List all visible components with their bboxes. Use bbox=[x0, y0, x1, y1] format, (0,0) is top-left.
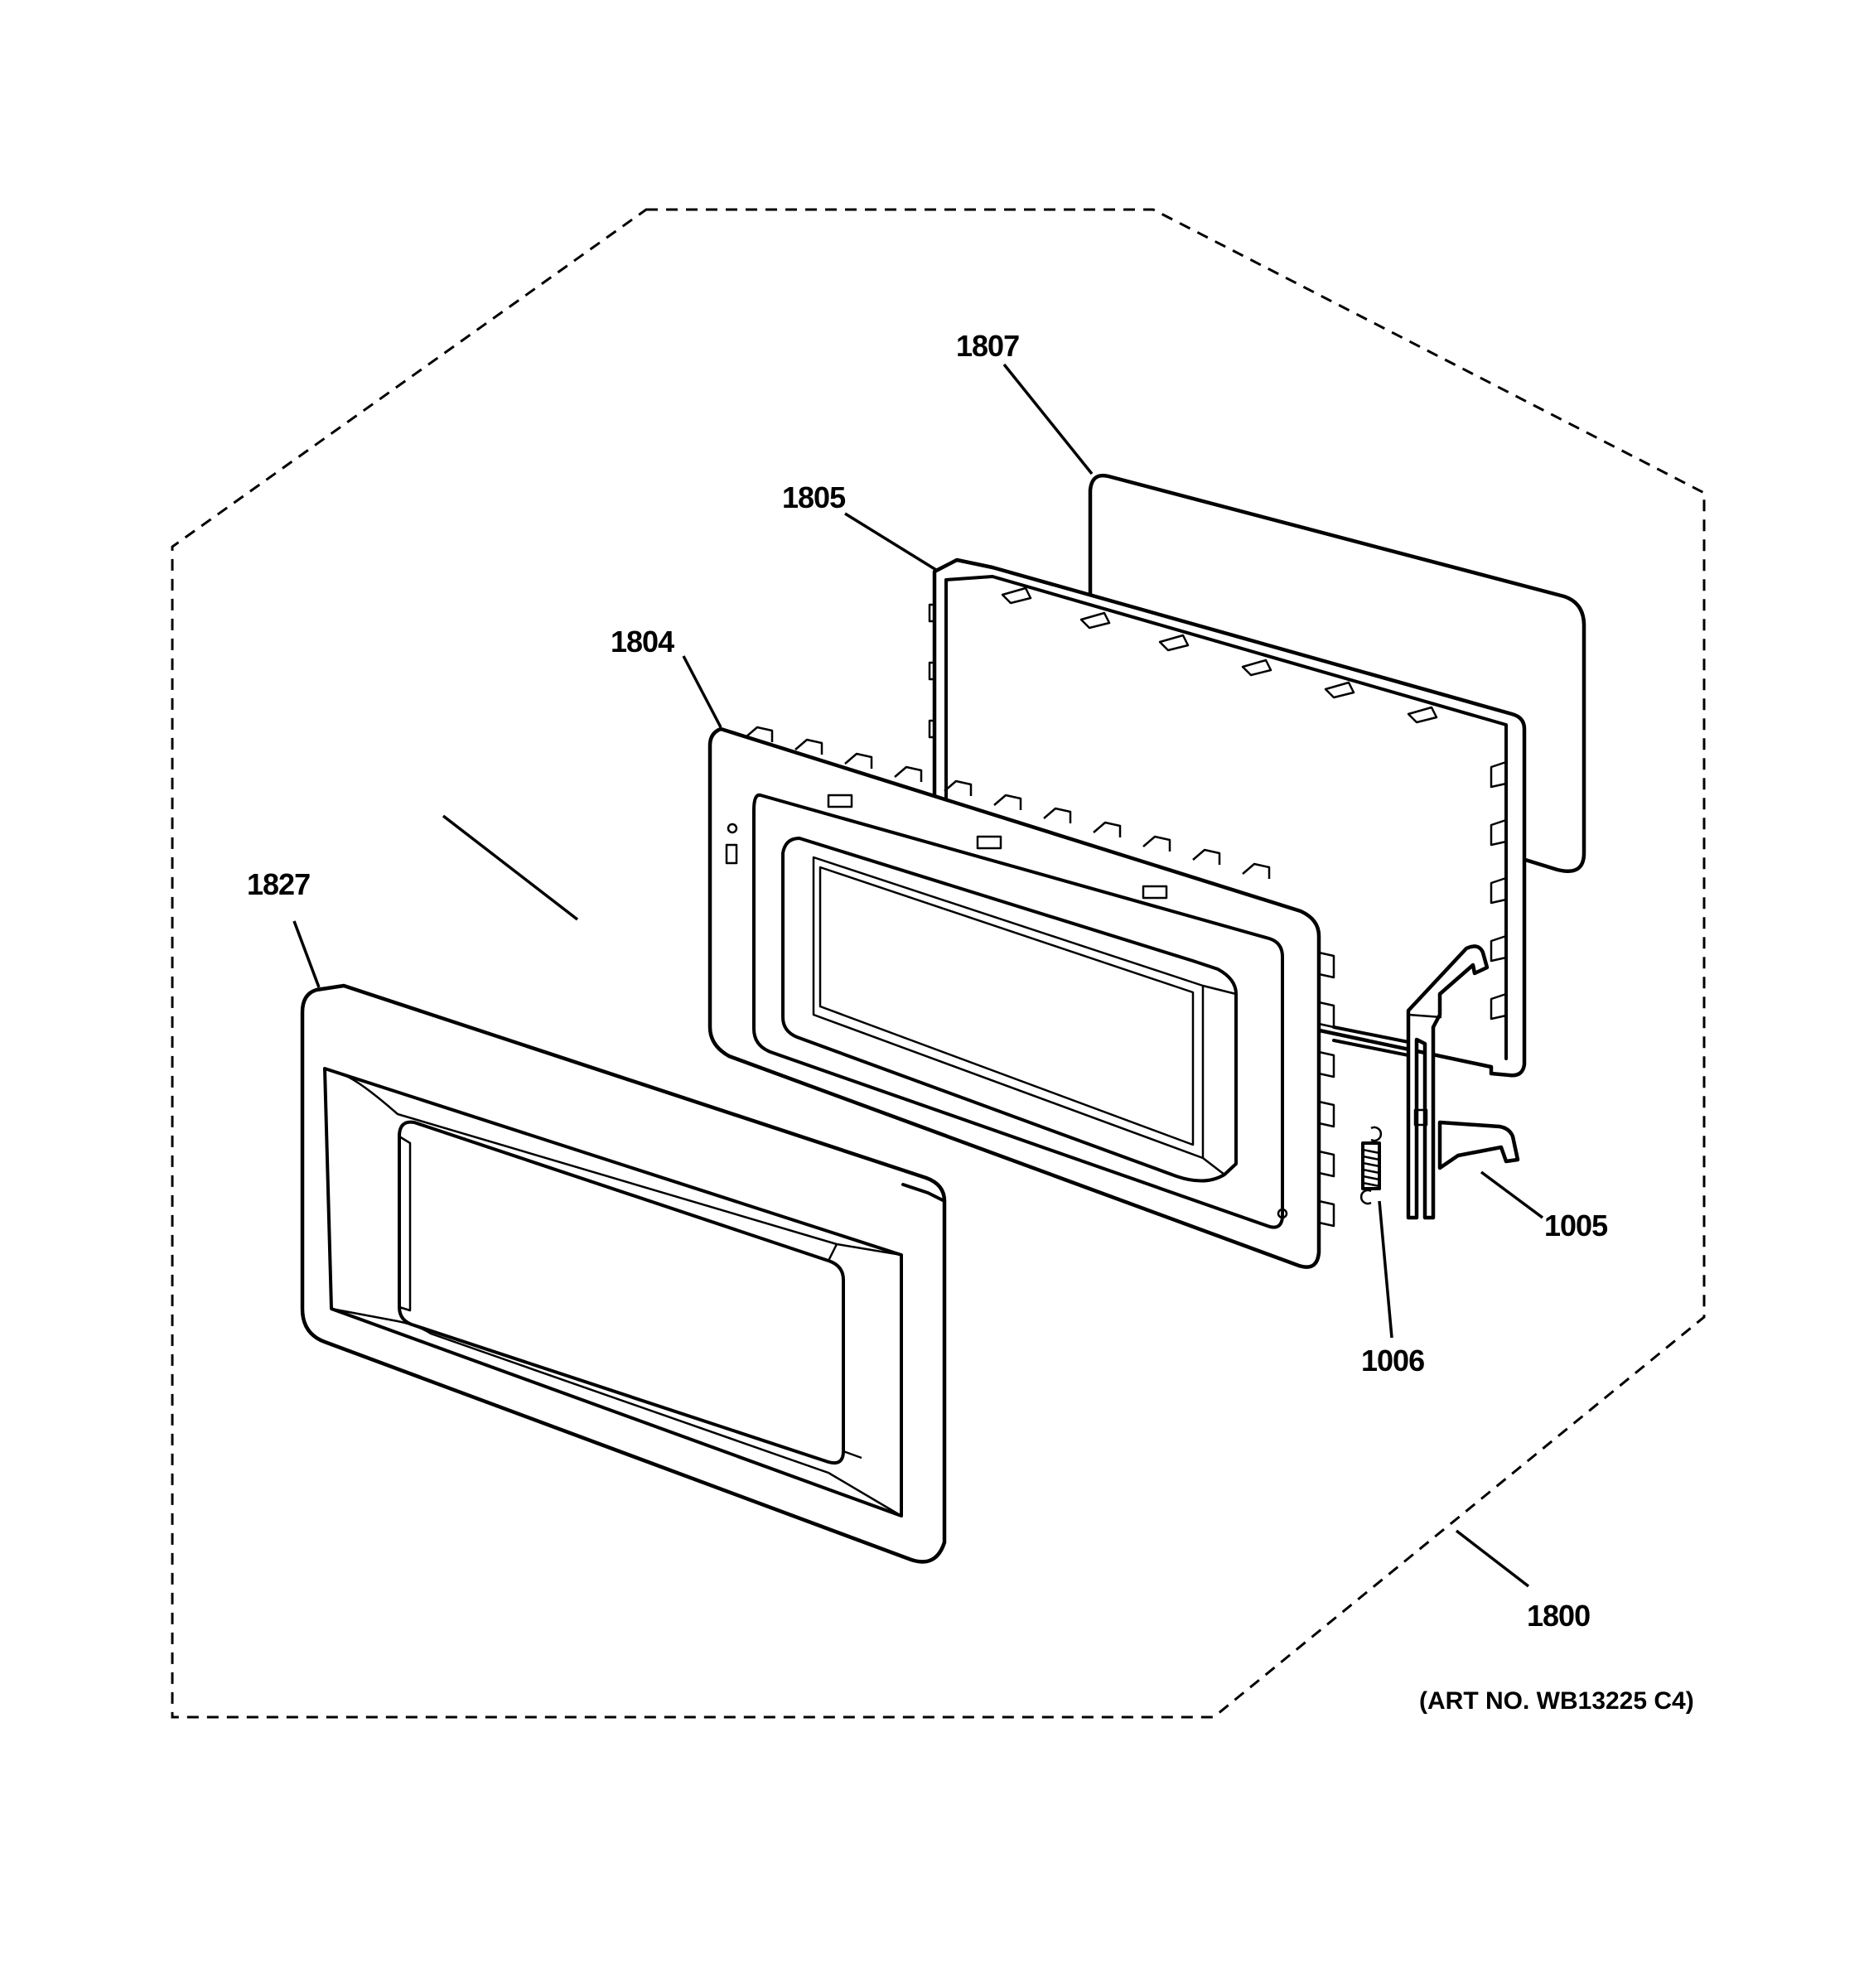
part-1827-door-panel bbox=[300, 983, 947, 1564]
label-1800: 1800 bbox=[1527, 1599, 1590, 1633]
part-1006-spring bbox=[1359, 1126, 1383, 1205]
label-1804: 1804 bbox=[611, 625, 674, 659]
label-1827: 1827 bbox=[247, 867, 310, 901]
art-number-label: (ART NO. WB13225 C4) bbox=[1419, 1687, 1694, 1715]
assembly-boundary-1800 bbox=[171, 208, 1706, 1719]
leader-1804 bbox=[682, 655, 722, 728]
label-1006: 1006 bbox=[1361, 1344, 1424, 1378]
leader-1827 bbox=[292, 920, 321, 988]
part-1804-door-frame bbox=[707, 726, 1410, 1269]
leader-1006 bbox=[1378, 1200, 1393, 1339]
assembly-direction-line bbox=[442, 814, 579, 921]
label-1005: 1005 bbox=[1544, 1209, 1608, 1242]
leader-1800 bbox=[1455, 1529, 1530, 1588]
part-1005-latch bbox=[1406, 944, 1520, 1220]
leader-1807 bbox=[1002, 363, 1094, 475]
label-1807: 1807 bbox=[956, 329, 1019, 363]
label-1805: 1805 bbox=[782, 480, 846, 514]
leader-1005 bbox=[1480, 1170, 1544, 1219]
leader-1805 bbox=[844, 512, 937, 572]
